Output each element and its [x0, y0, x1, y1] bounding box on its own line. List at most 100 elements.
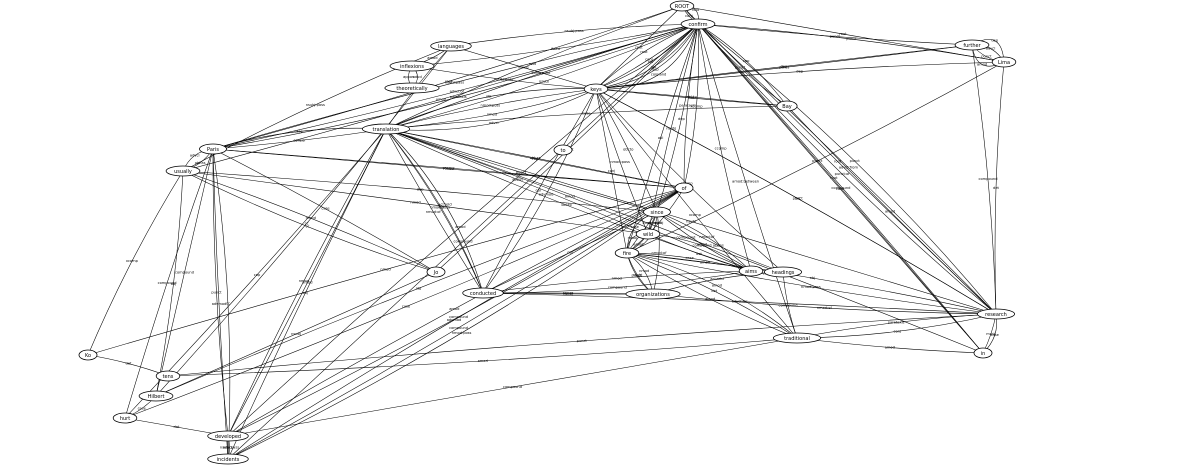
edge-label: advmod	[539, 193, 554, 197]
edge-label: appos	[713, 244, 724, 248]
node-label: developed	[215, 434, 241, 440]
node-label: keys	[590, 87, 602, 93]
edge-translation-to-since	[385, 128, 658, 213]
edge-label: dep	[991, 39, 998, 43]
edge-label: nsubj	[666, 127, 676, 131]
edge-label: nmod	[487, 112, 497, 116]
edge-label: compound	[979, 177, 998, 181]
node-ellipse	[389, 60, 435, 72]
node-usually: usually	[165, 165, 201, 177]
edge-label: punct	[577, 339, 588, 343]
edge-label: nmod	[443, 167, 453, 171]
node-label: organizations	[636, 292, 670, 298]
node-label: Paris	[207, 147, 219, 153]
node-fire: fire	[614, 247, 640, 259]
edge-label: obl:to	[686, 95, 696, 99]
edge-translation-to-conducted	[385, 128, 484, 294]
edge-label: nmod	[306, 216, 316, 220]
node-label: Hilbert	[148, 394, 165, 400]
edge-label: punct	[850, 159, 861, 163]
edge-confirm-to-Bay	[697, 23, 788, 107]
edge-label: obl:to	[623, 148, 633, 152]
edge-label: case	[991, 333, 1000, 337]
node-ellipse	[199, 143, 227, 155]
edge-label: obl	[651, 65, 656, 69]
node-since: since	[643, 206, 671, 218]
edge-translation-to-incidents	[227, 128, 387, 460]
edge-label: appos	[403, 75, 414, 79]
node-label: fire	[623, 251, 631, 257]
edges-layer: rootconjrootrootrootrootrootrootpunctnsu…	[87, 5, 1005, 460]
node-label: headings	[772, 270, 795, 276]
edge-fire-to-aims	[626, 252, 752, 272]
node-ellipse	[138, 390, 174, 402]
edge-fire-to-research	[626, 252, 997, 315]
edge-label: nmod	[380, 268, 390, 272]
node-paris: Paris	[199, 143, 227, 155]
node-ellipse	[954, 39, 990, 51]
edge-Paris-to-of	[212, 148, 685, 189]
edge-label: cop	[254, 273, 261, 277]
edge-since-to-headings	[656, 211, 784, 273]
edge-usually-to-since	[182, 170, 658, 213]
node-ellipse	[553, 144, 573, 156]
edge-label: ccomp	[715, 146, 728, 150]
edge-traditional-to-fire	[626, 252, 798, 339]
edge-of-to-Hilbert	[155, 187, 685, 397]
edge-of-to-incidents	[227, 187, 685, 460]
edge-confirm-to-Paris	[212, 23, 699, 150]
edge-research-to-Lima	[994, 61, 1005, 315]
node-inflexions: inflexions	[389, 60, 435, 72]
edge-label: amod	[565, 195, 575, 199]
edge-traditional-to-headings	[782, 271, 798, 339]
node-label: confirm	[689, 22, 708, 28]
edge-confirm-to-aims	[697, 23, 752, 272]
node-ellipse	[583, 83, 609, 95]
edge-label: case	[685, 256, 694, 260]
node-ellipse	[614, 247, 640, 259]
edge-label: nmod:of	[652, 251, 668, 255]
node-label: research	[985, 312, 1007, 318]
node-label: languages	[438, 44, 464, 50]
edge-label: dep	[796, 70, 803, 74]
edge-wild-to-aims	[647, 233, 752, 272]
edge-research-to-further	[971, 44, 997, 315]
edge-confirm-to-further	[697, 23, 973, 46]
edge-confirm-to-fire	[626, 23, 699, 254]
edge-label: obl	[535, 188, 540, 192]
edge-label: punct	[211, 291, 222, 295]
edge-label: root	[529, 62, 537, 66]
edge-usually-to-Jo	[182, 170, 437, 273]
edge-label: nsubj	[633, 273, 643, 277]
edge-of-to-developed	[227, 187, 685, 437]
edge-label: dep	[417, 188, 424, 192]
edge-label: amod	[302, 281, 312, 285]
edge-translation-to-aims	[385, 128, 752, 272]
edge-Paris-to-incidents	[212, 148, 229, 460]
node-hilbert: Hilbert	[138, 390, 174, 402]
edge-label: obl	[567, 251, 572, 255]
nodes-layer: ROOTconfirmkeysfurtherLimalanguagesinfle…	[78, 0, 1017, 465]
edge-label: compound	[779, 303, 798, 307]
node-ellipse	[772, 332, 822, 344]
edge-since-to-aims	[656, 211, 752, 272]
node-label: translation	[373, 127, 400, 133]
edge-label: punct	[648, 221, 659, 225]
edge-label: compound	[175, 271, 194, 275]
edge-label: amod	[705, 297, 715, 301]
edge-translation-to-Bay	[385, 104, 788, 130]
edge-label: punct	[846, 37, 857, 41]
node-label: tens	[163, 374, 174, 380]
edge-label: cop	[532, 157, 539, 161]
edge-label: compound	[531, 71, 550, 75]
node-ellipse	[669, 0, 695, 12]
edge-label: nmod:poss	[430, 206, 450, 210]
edge-label: xcomp	[690, 105, 703, 109]
edge-usually-to-Jo	[182, 170, 437, 273]
edge-traditional-to-in	[796, 337, 984, 355]
node-ellipse	[991, 56, 1017, 68]
edge-confirm-to-research	[697, 23, 997, 315]
node-ellipse	[112, 412, 138, 424]
edge-Paris-to-incidents	[212, 148, 231, 460]
node-in: in	[973, 347, 993, 359]
